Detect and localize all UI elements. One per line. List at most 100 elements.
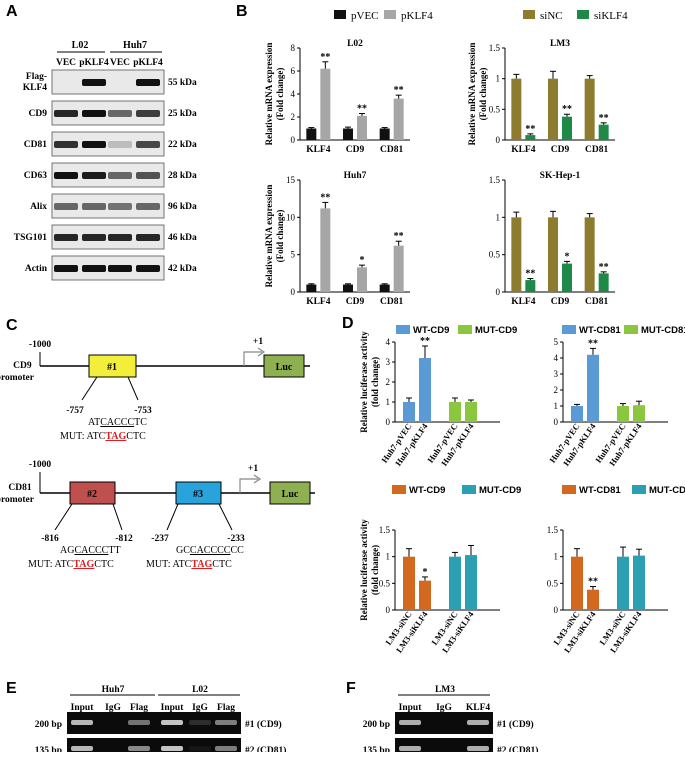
cd9-promoter-line2: promoter [0, 373, 35, 383]
y-tick-label: 1 [496, 212, 501, 222]
y-tick-label: 0.5 [489, 104, 501, 114]
seq-part: TC [134, 417, 147, 428]
significance-mark: ** [320, 52, 330, 63]
bar [449, 402, 461, 422]
y-tick-label: 8 [291, 43, 296, 53]
gel-site-label: #2 (CD81) [497, 745, 538, 752]
gel-band [215, 746, 237, 751]
y-tick-label: 2 [554, 385, 559, 395]
significance-mark: ** [599, 113, 609, 124]
cd9-wt-sequence: ATCACCCTC [88, 417, 147, 428]
bar [587, 589, 599, 610]
bar [306, 284, 317, 292]
x-tick-label: KLF4 [511, 145, 536, 155]
cd9-pos-left: -757 [66, 406, 84, 416]
gel-group-huh7: Huh7 [102, 685, 125, 695]
gel-site-label: #1 (CD9) [245, 719, 282, 730]
seq-core: CACCCC [190, 545, 231, 556]
blot-row-label-line: CD9 [29, 109, 48, 119]
chart-D-CD81: 012345Huh7-pVECHuh7-pKLF4Huh7-pVECHuh7-p… [547, 325, 685, 468]
bar [320, 208, 331, 292]
blot-band [136, 234, 160, 241]
cd9-site-box-1 [88, 354, 137, 378]
panel-letter-c: C [6, 317, 18, 334]
legend-label: WT-CD81 [579, 325, 621, 336]
bar [306, 128, 317, 140]
y-axis-label-line: Relative luciferase activity [359, 331, 369, 433]
blot-size-label: 22 kDa [168, 140, 197, 150]
y-tick-label: 1 [554, 401, 559, 411]
legend-swatch [458, 325, 472, 334]
x-tick-label: KLF4 [306, 297, 331, 307]
chart-title: Huh7 [344, 171, 367, 181]
blot-row-label: CD9 [29, 109, 48, 119]
mut-label: MUT: [60, 431, 86, 442]
gel-site-label: #1 (CD9) [497, 719, 534, 730]
legend-label: MUT-CD81 [641, 325, 685, 336]
significance-mark: ** [588, 338, 598, 349]
bar [571, 406, 583, 422]
blot-band [54, 234, 78, 241]
gel-band [467, 720, 489, 725]
cd9-tss-label: +1 [253, 337, 263, 347]
bar [343, 284, 353, 292]
legend-label-siklf4: siKLF4 [594, 10, 628, 22]
seq-mutation: TAG [105, 431, 126, 442]
blot-row-label-line: KLF4 [23, 83, 48, 93]
bar [419, 358, 431, 422]
blot-size-label: 25 kDa [168, 109, 197, 119]
y-tick-label: 0 [386, 417, 391, 427]
cd81-pos-233: -233 [227, 534, 245, 544]
blot-row-label-line: Actin [25, 264, 48, 274]
x-tick-label: KLF4 [306, 145, 331, 155]
panel-letter-d: D [342, 315, 354, 332]
panel-letter-e: E [6, 680, 17, 697]
cd81-site-label-3: #3 [193, 489, 203, 500]
lane-label: VEC [56, 58, 76, 68]
y-tick-label: 5 [291, 250, 296, 260]
significance-mark: ** [420, 336, 430, 347]
significance-mark: ** [599, 262, 609, 273]
y-tick-label: 5 [554, 337, 559, 347]
blot-band [108, 203, 132, 210]
legend-label: WT-CD81 [579, 485, 621, 496]
significance-mark: ** [320, 192, 330, 203]
seq-core: CACCC [74, 545, 108, 556]
bar [320, 68, 331, 140]
blot-row-label: Flag-KLF4 [23, 72, 48, 93]
seq-part: CTC [126, 431, 146, 442]
x-tick-label: CD9 [551, 297, 570, 307]
bar [465, 555, 477, 610]
y-tick-label: 1 [386, 397, 391, 407]
gel-size-label: 135 bp [363, 746, 390, 752]
cd81-pos-816: -816 [41, 534, 59, 544]
x-tick-label: CD9 [346, 145, 365, 155]
chart-title: SK-Hep-1 [540, 171, 581, 181]
gel-lane-label: Flag [217, 703, 235, 713]
significance-mark: ** [525, 269, 535, 280]
bar [511, 78, 522, 140]
legend-swatch [562, 485, 576, 494]
y-axis-label: Relative mRNA expression(Fold change) [467, 43, 488, 146]
x-tick-label: CD81 [380, 297, 403, 307]
blot-band [108, 141, 132, 148]
y-tick-label: 0 [291, 287, 296, 297]
blot-band [82, 110, 106, 117]
legend-swatch-sinc [523, 10, 535, 19]
bar [598, 273, 609, 292]
gel-lane-label: Input [399, 703, 423, 713]
x-tick-label: CD9 [346, 297, 365, 307]
legend-label-sinc: siNC [540, 10, 563, 22]
legend-swatch [392, 485, 406, 494]
y-tick-label: 0 [496, 287, 501, 297]
blot-size-label: 96 kDa [168, 202, 197, 212]
blot-row-label-line: Alix [30, 202, 47, 212]
cd81-promoter-line2: promoter [0, 495, 35, 505]
bar [379, 128, 390, 140]
bar [617, 556, 629, 610]
cd9-mut-sequence: MUT: ATCTAGCTC [60, 431, 146, 442]
